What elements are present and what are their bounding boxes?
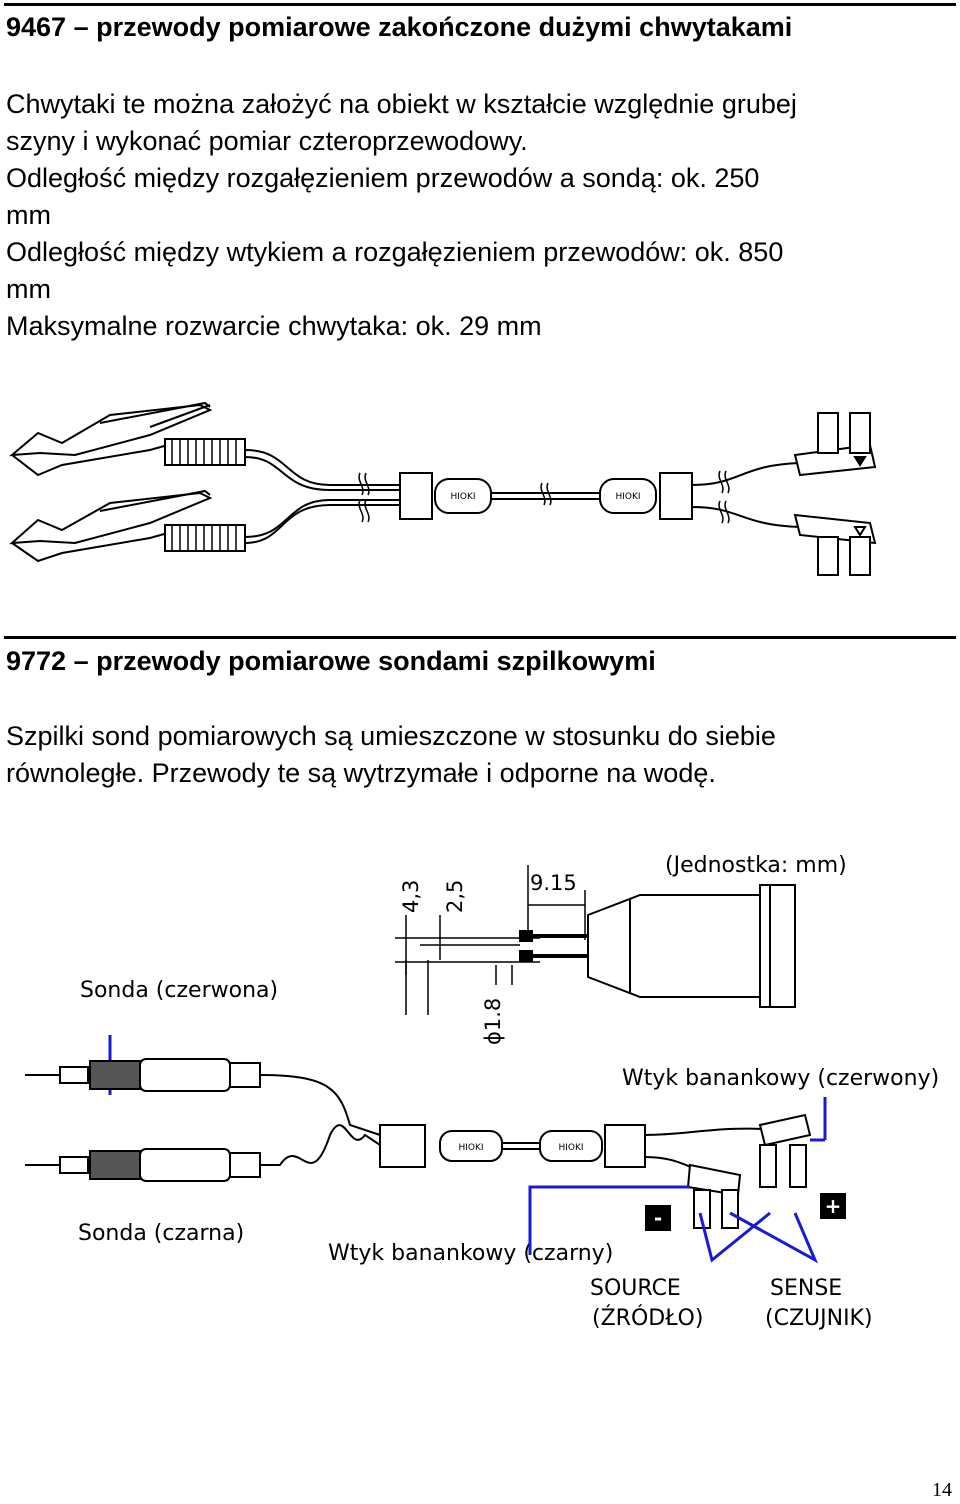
- hioki-logo-left: HIOKI: [458, 1143, 483, 1153]
- lower-banana-plug: [793, 513, 877, 576]
- description-line: Szpilki sond pomiarowych są umieszczone …: [6, 721, 776, 751]
- section-divider-rule: [4, 636, 956, 639]
- probe-black-label: Sonda (czarna): [78, 1221, 244, 1246]
- source-label-pl: (ŹRÓDŁO): [592, 1305, 703, 1331]
- dimension-4-3: 4,3: [395, 880, 540, 975]
- probe-red-label: Sonda (czerwona): [80, 978, 278, 1003]
- probe-tip-detail: [519, 884, 796, 1008]
- description-line: Odległość między wtykiem a rozgałęzienie…: [6, 237, 784, 267]
- section-heading-9467: 9467 – przewody pomiarowe zakończone duż…: [6, 12, 793, 42]
- dimension-label: ϕ1.8: [481, 998, 505, 1045]
- dimension-label: 9.15: [530, 871, 577, 895]
- section-9772-description: Szpilki sond pomiarowych są umieszczone …: [6, 718, 776, 792]
- description-line: mm: [6, 200, 51, 230]
- upper-pin-probe: [25, 1058, 261, 1092]
- plug-red-label: Wtyk banankowy (czerwony): [622, 1066, 939, 1091]
- description-line: równoległe. Przewody te są wytrzymałe i …: [6, 758, 716, 788]
- hioki-logo-right: HIOKI: [558, 1143, 583, 1153]
- description-line: Maksymalne rozwarcie chwytaka: ok. 29 mm: [6, 311, 542, 341]
- top-rule: [4, 3, 956, 6]
- red-banana-plug: [758, 1113, 812, 1188]
- dimension-label: 4,3: [399, 880, 423, 913]
- plus-sign: +: [825, 1194, 842, 1218]
- dimension-9-15: 9.15: [527, 865, 586, 940]
- upper-banana-plug: [793, 412, 877, 477]
- upper-alligator-clip: [9, 401, 246, 477]
- dimension-2-5: 2,5: [420, 880, 520, 960]
- source-label: SOURCE: [590, 1276, 681, 1301]
- sense-label-pl: (CZUJNIK): [765, 1306, 873, 1331]
- unit-note: (Jednostka: mm): [665, 853, 847, 878]
- lower-alligator-clip: [9, 489, 246, 563]
- hioki-logo-left: HIOKI: [450, 492, 475, 502]
- minus-sign: -: [654, 1206, 662, 1230]
- section-9467-description: Chwytaki te można założyć na obiekt w ks…: [6, 86, 797, 345]
- section-heading-9772: 9772 – przewody pomiarowe sondami szpilk…: [6, 646, 656, 676]
- dimension-phi-1-8: ϕ1.8: [395, 960, 540, 1045]
- hioki-logo-right: HIOKI: [615, 492, 640, 502]
- sense-label: SENSE: [770, 1276, 842, 1301]
- clip-leads-illustration: HIOKI HIOKI: [9, 401, 877, 576]
- page-number: 14: [932, 1479, 952, 1501]
- dimension-label: 2,5: [443, 880, 467, 913]
- plug-black-label: Wtyk banankowy (czarny): [328, 1241, 613, 1266]
- lower-pin-probe: [25, 1148, 261, 1182]
- black-banana-plug: [686, 1163, 742, 1229]
- description-line: szyny i wykonać pomiar czteroprzewodowy.: [6, 126, 528, 156]
- pin-probe-leads-illustration: (Jednostka: mm) 4,3 2,5 9.15 ϕ1.8 Sonda: [25, 853, 939, 1331]
- description-line: Odległość między rozgałęzieniem przewodó…: [6, 163, 760, 193]
- description-line: Chwytaki te można założyć na obiekt w ks…: [6, 89, 797, 119]
- description-line: mm: [6, 274, 51, 304]
